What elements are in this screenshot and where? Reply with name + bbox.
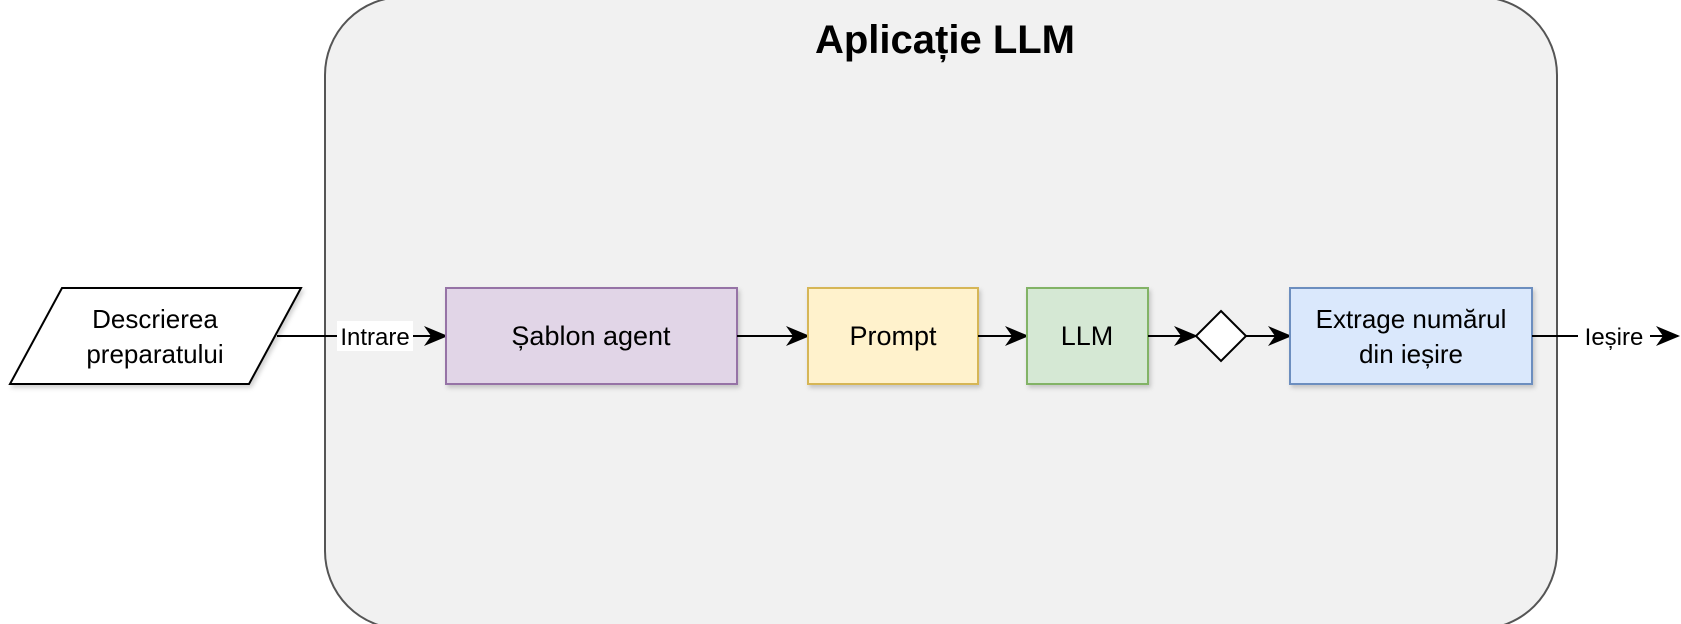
edge-input-label: Intrare (340, 324, 409, 351)
edge-output-label-bg (1578, 321, 1650, 351)
edge-input-label-bg (337, 321, 413, 351)
prompt-label: Prompt (849, 321, 937, 351)
edge-output-label: Ieșire (1585, 324, 1644, 351)
extract-number-box (1289, 287, 1533, 385)
decision-diamond (1194, 309, 1248, 363)
input-description-node (8, 287, 303, 385)
template-agent-box (445, 287, 738, 385)
prompt-box (807, 287, 979, 385)
container-title: Aplicație LLM (815, 18, 1075, 62)
input-description-label-line2: preparatului (86, 339, 223, 369)
template-agent-label: Șablon agent (511, 321, 671, 351)
input-description-label-line1: Descrierea (92, 304, 218, 334)
extract-number-label-line1: Extrage numărul (1316, 304, 1507, 334)
llm-box (1026, 287, 1149, 385)
llm-label: LLM (1061, 321, 1114, 351)
extract-number-label-line2: din ieșire (1359, 339, 1463, 369)
